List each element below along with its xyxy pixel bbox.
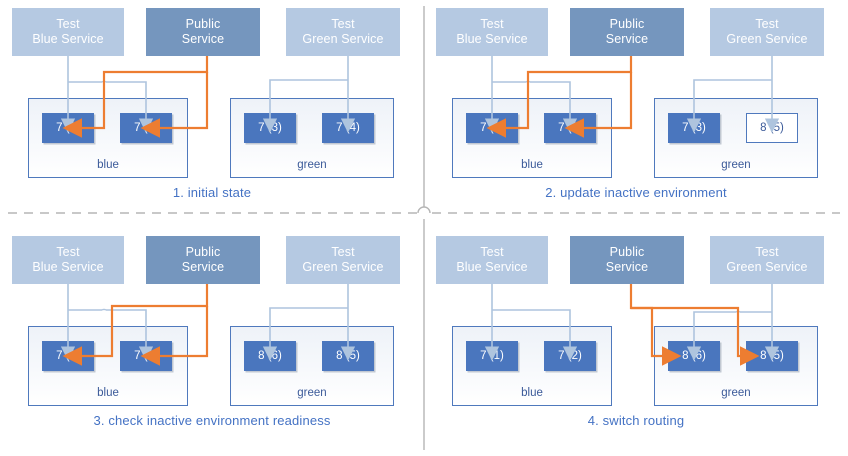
panel-initial-state: Test Blue Service Public Service Test Gr…	[0, 0, 424, 228]
environment-blue-label: blue	[521, 387, 543, 399]
environment-blue-label: blue	[97, 387, 119, 399]
service-test-blue-label: Test Blue Service	[456, 17, 528, 46]
service-public: Public Service	[570, 236, 684, 284]
service-public-label: Public Service	[605, 245, 649, 274]
service-test-green: Test Green Service	[286, 8, 400, 56]
service-test-green: Test Green Service	[286, 236, 400, 284]
service-test-green: Test Green Service	[710, 8, 824, 56]
service-test-green-label: Test Green Service	[302, 17, 384, 46]
wiring-layer	[484, 284, 780, 366]
environment-blue-label: blue	[521, 159, 543, 171]
service-test-blue: Test Blue Service	[436, 236, 548, 284]
service-test-blue-label: Test Blue Service	[456, 245, 528, 274]
environment-green-label: green	[297, 159, 327, 171]
panel-caption-4: 4. switch routing	[587, 413, 685, 428]
wiring-layer	[60, 284, 356, 366]
service-public: Public Service	[146, 8, 260, 56]
service-test-blue-label: Test Blue Service	[32, 17, 104, 46]
panel-check-inactive-readiness: Test Blue Service Public Service Test Gr…	[0, 228, 424, 456]
service-public: Public Service	[146, 236, 260, 284]
environment-green-label: green	[297, 387, 327, 399]
service-public-label: Public Service	[181, 245, 225, 274]
service-test-blue: Test Blue Service	[12, 236, 124, 284]
panel-update-inactive-environment: Test Blue Service Public Service Test Gr…	[424, 0, 848, 228]
service-test-green-label: Test Green Service	[726, 17, 808, 46]
service-test-green-label: Test Green Service	[726, 245, 808, 274]
service-public-label: Public Service	[181, 17, 225, 46]
service-test-blue: Test Blue Service	[436, 8, 548, 56]
panel-caption-1: 1. initial state	[172, 185, 252, 200]
wiring-layer	[60, 56, 356, 138]
service-test-blue: Test Blue Service	[12, 8, 124, 56]
wiring-layer	[484, 56, 780, 138]
panel-switch-routing: Test Blue Service Public Service Test Gr…	[424, 228, 848, 456]
environment-green-label: green	[721, 159, 751, 171]
panel-caption-2: 2. update inactive environment	[545, 185, 727, 200]
divider-crossing-jump	[417, 206, 431, 214]
service-public: Public Service	[570, 8, 684, 56]
service-public-label: Public Service	[605, 17, 649, 46]
environment-green-label: green	[721, 387, 751, 399]
service-test-blue-label: Test Blue Service	[32, 245, 104, 274]
service-test-green-label: Test Green Service	[302, 245, 384, 274]
panel-caption-3: 3. check inactive environment readiness	[93, 413, 331, 428]
service-test-green: Test Green Service	[710, 236, 824, 284]
environment-blue-label: blue	[97, 159, 119, 171]
